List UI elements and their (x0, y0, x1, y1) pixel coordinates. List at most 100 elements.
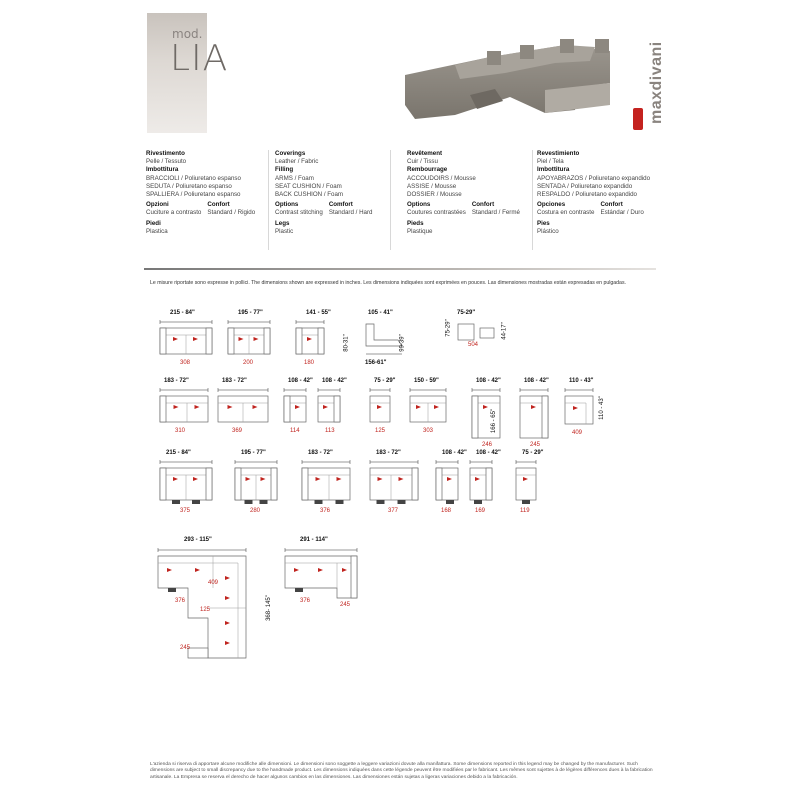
seat-arrow-icon (398, 477, 404, 481)
recliner-side-profile (365, 323, 403, 355)
armrest-left (435, 467, 443, 501)
spec-filling-line: BACK CUSHION / Foam (275, 191, 344, 199)
corner-diagram (564, 388, 594, 425)
recliner-mechanism (172, 500, 180, 504)
seat-arrow-icon (483, 405, 488, 409)
spec-options-title: Opzioni (146, 201, 169, 209)
spec-legs-value: Plastic (275, 227, 294, 235)
spec-legs-value: Plástico (537, 227, 559, 235)
reclining-module-diagram (369, 460, 419, 504)
module-code: 125 (200, 607, 211, 613)
spec-options-title: Opciones (537, 201, 566, 209)
spec-filling-line: SENTADA / Poliuretano expandido (537, 182, 633, 190)
module-depth-label: 99-39" (399, 334, 406, 352)
module-code: 114 (290, 428, 300, 434)
ottoman-diagram (457, 323, 495, 341)
armrest-right (411, 467, 419, 501)
module-code: 369 (232, 428, 243, 434)
module-width-label: 183 - 72" (308, 450, 333, 456)
chaise-end (187, 647, 209, 659)
seat-arrow-icon (260, 477, 266, 481)
armrest-left (159, 395, 167, 423)
model-name: LIA (170, 38, 229, 79)
recliner-mechanism (446, 500, 454, 504)
seat-arrow-icon (225, 596, 230, 600)
spec-legs-value: Plastica (146, 227, 168, 235)
module-diagram (159, 388, 209, 423)
spec-filling-line: BRACCIOLI / Poliuretano espanso (146, 174, 241, 182)
armrest-right (205, 327, 213, 355)
module-outline (301, 467, 351, 501)
module-code: 504 (468, 342, 479, 348)
module-code: 119 (520, 508, 530, 514)
module-outline (369, 467, 419, 501)
brand-name: maxdivani (648, 41, 665, 124)
module-diagram (317, 388, 341, 423)
corner-composition-diagram (157, 548, 247, 659)
composition-width-label: 293 - 115" (184, 537, 212, 543)
armrest-left (159, 467, 167, 501)
module-depth-label: 110 - 43" (598, 396, 605, 420)
module-code: 308 (180, 360, 191, 366)
spec-filling-line: ACCOUDOIRS / Mousse (407, 174, 476, 182)
recliner-mechanism (522, 500, 530, 504)
spec-filling-line: RESPALDO / Poliuretano expandido (537, 191, 637, 199)
module-width-label: 183 - 72" (222, 378, 247, 384)
module-width-label: 110 - 43" (569, 378, 594, 384)
reclining-module-diagram (159, 460, 213, 504)
module-code: 376 (300, 598, 311, 604)
module-diagram (295, 320, 325, 355)
spec-filling-line: SEAT CUSHION / Foam (275, 182, 342, 190)
module-width-label: 195 - 77" (238, 310, 263, 316)
module-diagram (227, 320, 271, 355)
module-code: 376 (175, 598, 186, 604)
module-outline (369, 395, 391, 423)
seat-arrow-icon (323, 405, 328, 409)
reclining-module-diagram (515, 460, 537, 504)
recliner-mechanism (192, 500, 200, 504)
ottoman-outline (457, 323, 475, 341)
spec-filling-title: Imbottitura (146, 166, 179, 174)
spec-covering-title: Revestimiento (537, 150, 580, 157)
spec-column-spanish: Revestimiento Piel / Tela Imbottitura AP… (537, 150, 667, 236)
spec-column-french: Revêtement Cuir / Tissu Rembourrage ACCO… (407, 150, 537, 236)
seat-arrow-icon (377, 477, 383, 481)
seat-arrow-icon (173, 405, 179, 409)
module-width-label: 108 - 42" (524, 378, 549, 384)
spec-options-value: Cuciture a contrasto (146, 209, 202, 217)
module-code: 310 (175, 428, 186, 434)
seat-arrow-icon (173, 477, 178, 481)
spec-options-value: Costura en contraste (537, 209, 595, 217)
module-width-label: 75-29" (457, 310, 476, 316)
module-width-label: 108 - 42" (322, 378, 347, 384)
module-code: 246 (482, 442, 493, 448)
armrest-right (263, 327, 271, 355)
module-code: 375 (180, 508, 191, 514)
module-width-label: 75 - 29" (374, 378, 396, 384)
module-width-label: 108 - 42" (442, 450, 467, 456)
seat-arrow-icon (315, 477, 321, 481)
module-code: 180 (304, 360, 315, 366)
spec-comfort-title: Comfort (328, 201, 353, 209)
spec-covering-title: Revêtement (407, 150, 443, 157)
spec-comfort-value: Standard / Rigido (207, 209, 256, 217)
seat-arrow-icon (227, 405, 233, 409)
brand-mark-icon (633, 108, 643, 130)
spec-column-italian: Rivestimento Pelle / Tessuto Imbottitura… (146, 150, 276, 236)
column-divider (268, 150, 269, 250)
spec-filling-title: Imbottitura (537, 166, 570, 174)
chaise-composition-diagram (284, 548, 358, 599)
spec-covering-value: Leather / Fabric (275, 158, 319, 166)
module-code: 169 (475, 508, 486, 514)
spec-comfort-value: Standard / Hard (328, 209, 373, 217)
module-width-label: 150 - 59" (414, 378, 439, 384)
spec-filling-line: DOSSIER / Mousse (407, 191, 462, 199)
module-code: 245 (530, 442, 541, 448)
spec-filling-line: APOYABRAZOS / Poliuretano expandido (537, 174, 651, 182)
recliner-profile-shape (365, 323, 403, 347)
module-height-label: 80-31" (343, 334, 350, 352)
spec-filling-line: SEDUTA / Poliuretano espanso (146, 182, 232, 190)
module-width-label: 75 - 29" (522, 450, 544, 456)
spec-filling-title: Rembourrage (407, 166, 448, 174)
module-diagram (217, 388, 269, 423)
